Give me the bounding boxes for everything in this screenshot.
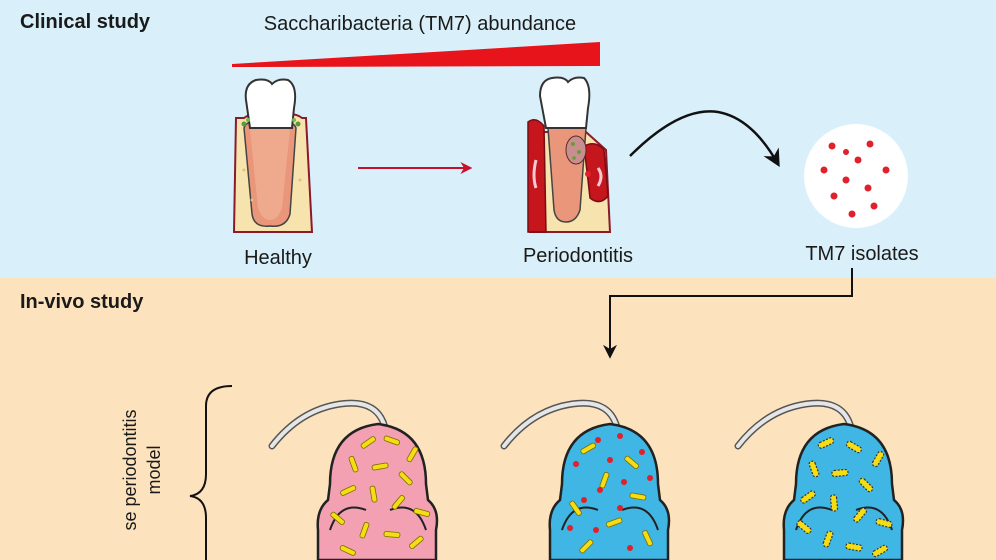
clinical-study-title: Clinical study	[20, 11, 151, 33]
mouse-icon	[734, 399, 905, 560]
isolation-arrow	[629, 110, 780, 168]
abundance-label: Saccharibacteria (TM7) abundance	[264, 13, 576, 35]
healthy-tooth-icon	[232, 78, 314, 233]
inoculation-connector	[603, 268, 853, 359]
periodontitis-tooth-icon	[527, 76, 612, 233]
tm7-isolates-label: TM7 isolates	[805, 243, 918, 265]
mouse-icon	[500, 399, 671, 560]
abundance-gradient-wedge	[232, 42, 600, 67]
group-brace	[189, 385, 233, 560]
healthy-label: Healthy	[244, 247, 312, 269]
mouse-icon	[268, 399, 439, 560]
model-side-label: se periodontitis model	[120, 409, 164, 530]
invivo-study-title: In-vivo study	[20, 291, 144, 313]
model-label-line2: model	[144, 445, 164, 494]
petri-dish-icon	[804, 124, 908, 228]
periodontitis-label: Periodontitis	[523, 245, 633, 267]
model-label-line1: se periodontitis	[120, 409, 140, 530]
